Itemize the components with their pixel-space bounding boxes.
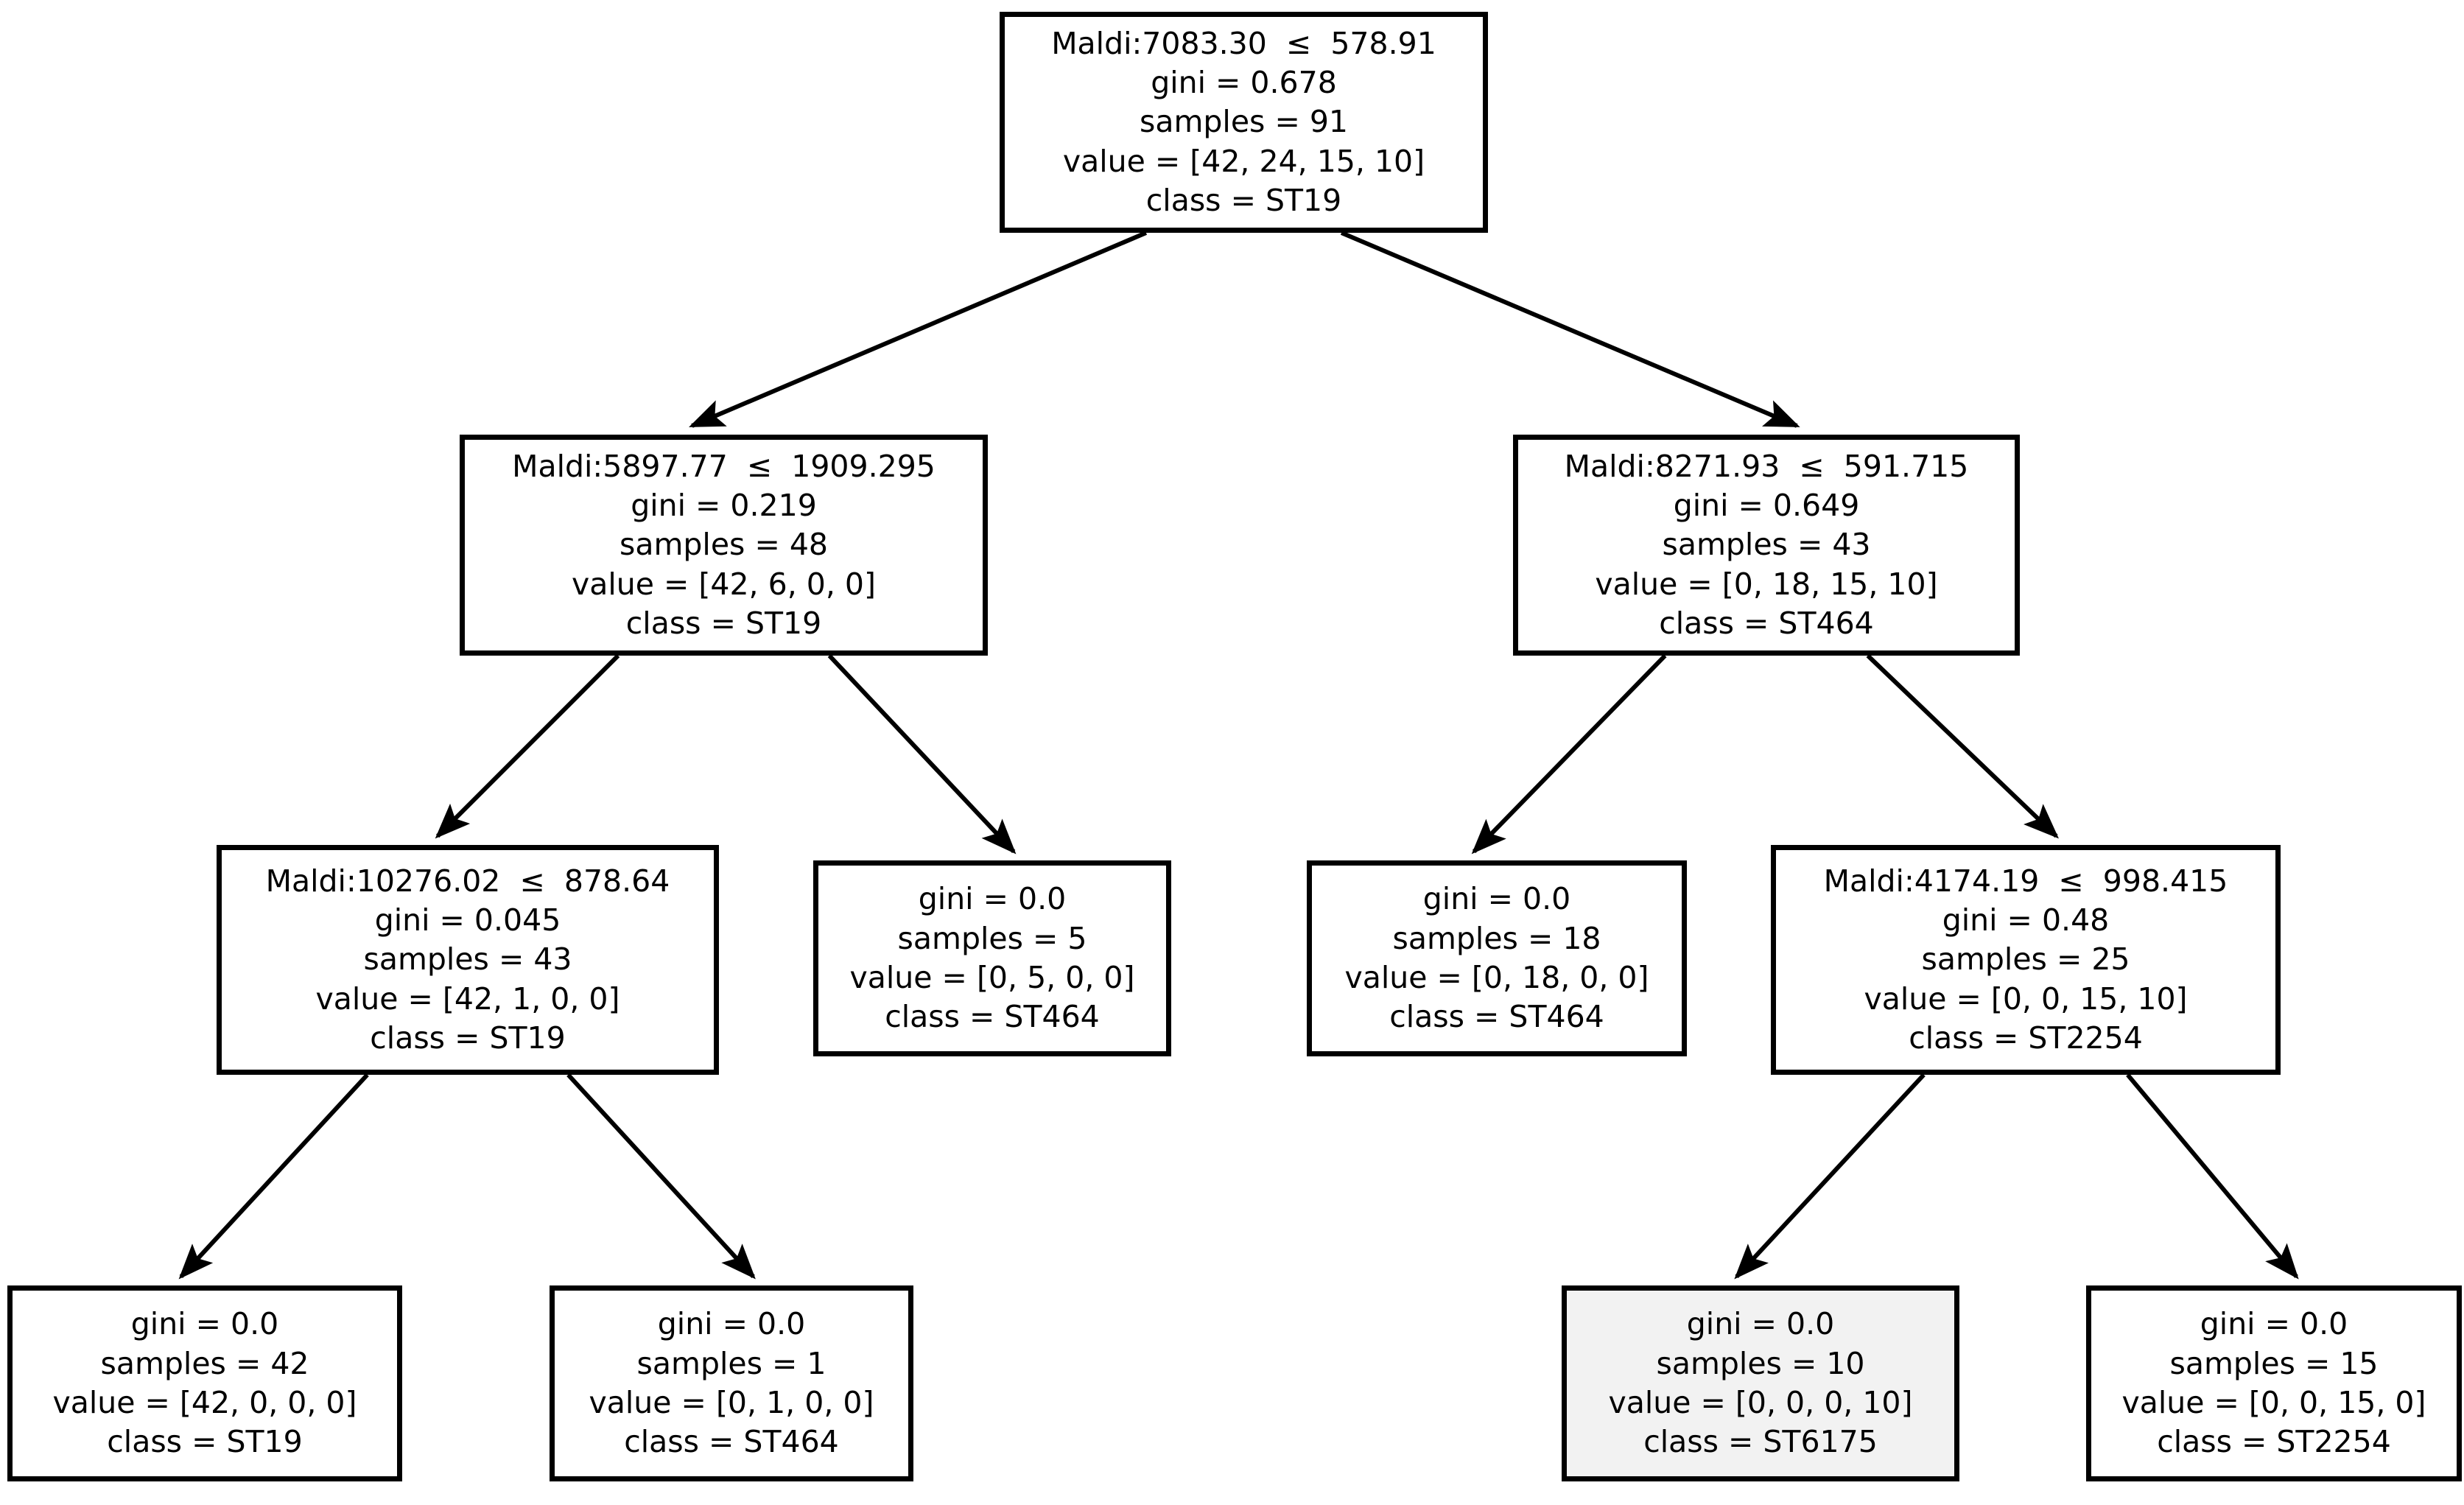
node-gini: gini = 0.045	[374, 902, 561, 939]
node-samples: samples = 18	[1392, 920, 1601, 956]
node-value: value = [0, 0, 15, 10]	[1864, 980, 2188, 1017]
node-value: value = [42, 24, 15, 10]	[1062, 143, 1425, 179]
node-class: class = ST6175	[1643, 1424, 1878, 1460]
node-class: class = ST464	[885, 999, 1100, 1035]
node-samples: samples = 91	[1139, 104, 1349, 140]
node-class: class = ST464	[1659, 605, 1874, 641]
node-samples: samples = 10	[1656, 1345, 1865, 1381]
node-value: value = [42, 0, 0, 0]	[52, 1385, 357, 1420]
node-value: value = [0, 0, 15, 0]	[2121, 1385, 2426, 1420]
node-gini: gini = 0.0	[2200, 1306, 2348, 1342]
node-class: class = ST19	[107, 1424, 303, 1460]
tree-edge-n6-to-n10	[2126, 1073, 2299, 1280]
node-class: class = ST19	[370, 1020, 566, 1056]
node-gini: gini = 0.0	[1686, 1306, 1835, 1342]
node-condition: Maldi:8271.93 ≤ 591.715	[1564, 448, 1969, 484]
node-gini: gini = 0.678	[1151, 65, 1337, 101]
node-gini: gini = 0.48	[1942, 902, 2110, 939]
node-samples: samples = 48	[619, 527, 829, 563]
node-samples: samples = 1	[636, 1345, 826, 1381]
tree-edge-n0-to-n1	[689, 231, 1148, 428]
node-samples: samples = 25	[1921, 941, 2130, 978]
node-samples: samples = 15	[2169, 1345, 2379, 1381]
tree-edge-n3-to-n7	[178, 1073, 369, 1280]
node-class: class = ST19	[1145, 182, 1342, 218]
node-class: class = ST464	[1389, 999, 1604, 1035]
node-gini: gini = 0.649	[1673, 488, 1860, 524]
node-gini: gini = 0.0	[130, 1306, 279, 1342]
node-value: value = [42, 6, 0, 0]	[571, 566, 877, 602]
node-gini: gini = 0.0	[918, 881, 1067, 917]
node-samples: samples = 5	[897, 920, 1087, 956]
node-value: value = [0, 0, 0, 10]	[1608, 1385, 1913, 1420]
node-condition: Maldi:7083.30 ≤ 578.91	[1051, 25, 1436, 61]
tree-edges	[178, 231, 2299, 1280]
tree-edge-n3-to-n8	[566, 1073, 756, 1280]
node-value: value = [42, 1, 0, 0]	[315, 980, 620, 1017]
node-gini: gini = 0.0	[1422, 881, 1571, 917]
node-condition: Maldi:10276.02 ≤ 878.64	[265, 863, 670, 899]
node-gini: gini = 0.219	[631, 488, 817, 524]
node-gini: gini = 0.0	[657, 1306, 806, 1342]
node-samples: samples = 43	[1662, 527, 1871, 563]
tree-edge-n0-to-n2	[1340, 231, 1800, 428]
node-samples: samples = 43	[363, 941, 572, 978]
node-samples: samples = 42	[100, 1345, 309, 1381]
node-class: class = ST464	[624, 1424, 839, 1460]
tree-edge-n6-to-n9	[1734, 1073, 1926, 1280]
node-class: class = ST2254	[1909, 1020, 2143, 1056]
node-condition: Maldi:5897.77 ≤ 1909.295	[512, 448, 936, 484]
node-value: value = [0, 18, 0, 0]	[1344, 960, 1649, 995]
tree-edge-n1-to-n4	[827, 653, 1017, 855]
tree-edge-n2-to-n5	[1471, 653, 1667, 855]
node-class: class = ST19	[625, 605, 822, 641]
node-value: value = [0, 18, 15, 10]	[1595, 566, 1938, 602]
node-value: value = [0, 5, 0, 0]	[849, 960, 1135, 995]
node-value: value = [0, 1, 0, 0]	[589, 1385, 874, 1420]
tree-edge-n1-to-n3	[435, 653, 620, 839]
node-condition: Maldi:4174.19 ≤ 998.415	[1823, 863, 2228, 899]
node-class: class = ST2254	[2157, 1424, 2391, 1460]
tree-edge-n2-to-n6	[1866, 653, 2059, 839]
